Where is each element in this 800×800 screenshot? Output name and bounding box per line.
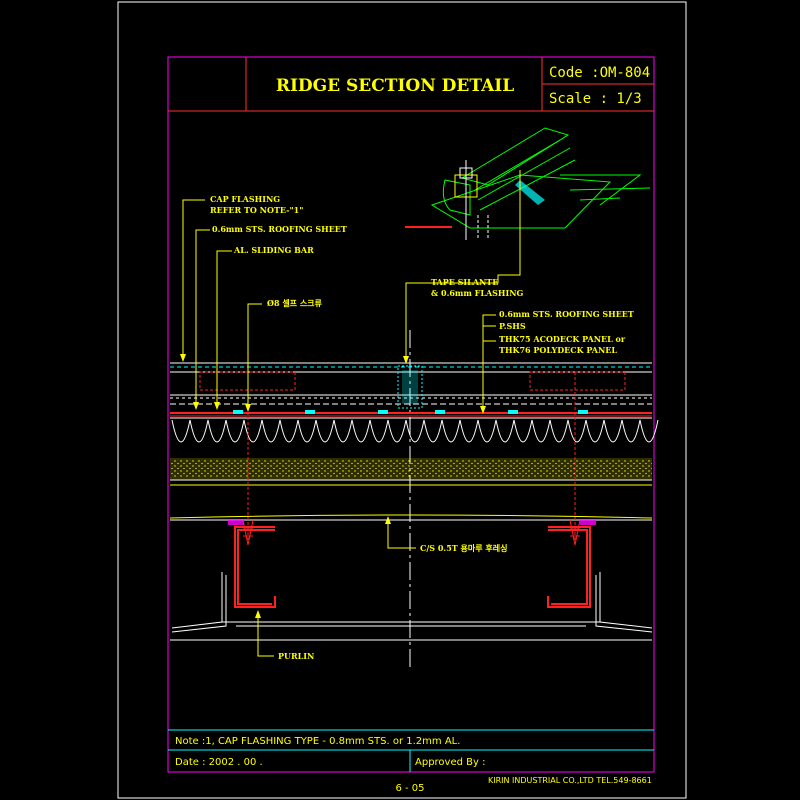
title-block: RIDGE SECTION DETAIL Code :OM-804 Scale …	[168, 57, 654, 112]
label-self-screw: Ø8 셀프 스크류	[267, 298, 323, 308]
isometric-ridge-view	[405, 127, 651, 240]
drawing-border	[167, 56, 655, 773]
label-tape-silante: TAPE SILANTE	[431, 277, 498, 287]
ridge-section	[169, 330, 659, 668]
drawing-scale: Scale : 1/3	[549, 91, 642, 107]
label-panel-polydeck: THK76 POLYDECK PANEL	[499, 345, 617, 355]
label-cap-flashing-note: REFER TO NOTE-"1"	[210, 205, 303, 215]
drawing-code: Code :OM-804	[549, 65, 650, 81]
page-number: 6 - 05	[395, 783, 424, 794]
page-title: RIDGE SECTION DETAIL	[276, 76, 514, 96]
company-text: KIRIN INDUSTRIAL CO.,LTD TEL.549-8661	[488, 776, 652, 785]
sheet-frame	[117, 1, 687, 799]
label-pshs: P.SHS	[499, 321, 526, 331]
purlin-right	[547, 526, 591, 608]
leader-lines	[182, 170, 521, 657]
label-tape-silante-flashing: & 0.6mm FLASHING	[431, 288, 524, 298]
insulation-panel	[171, 419, 659, 443]
note-text: Note :1, CAP FLASHING TYPE - 0.8mm STS. …	[175, 736, 460, 747]
label-roofing-sheet-right: 0.6mm STS. ROOFING SHEET	[499, 309, 634, 319]
approved-by-text: Approved By :	[415, 757, 485, 768]
label-cs-flashing: C/S 0.5T 용마루 후레싱	[420, 543, 507, 553]
label-cap-flashing: CAP FLASHING	[210, 194, 280, 204]
footer-block: Note :1, CAP FLASHING TYPE - 0.8mm STS. …	[168, 729, 654, 794]
label-roofing-sheet-left: 0.6mm STS. ROOFING SHEET	[212, 224, 347, 234]
purlin-left	[234, 526, 276, 608]
label-purlin: PURLIN	[278, 651, 314, 661]
label-panel-acodeck: THK75 ACODECK PANEL or	[499, 334, 626, 344]
label-sliding-bar: AL. SLIDING BAR	[233, 245, 314, 255]
date-text: Date : 2002 . 00 .	[175, 757, 263, 768]
rafter	[171, 572, 653, 633]
